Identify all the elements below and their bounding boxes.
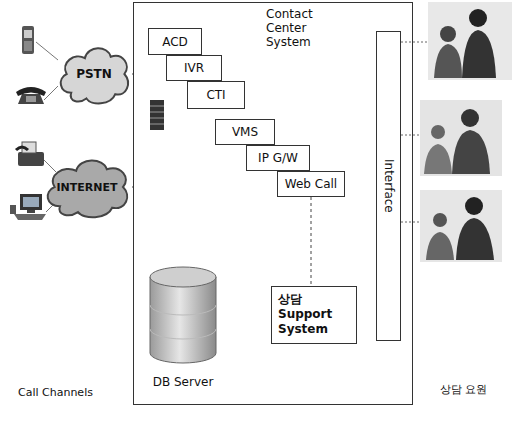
box-label: 상담 Support System bbox=[278, 292, 350, 337]
fax-icon bbox=[16, 142, 44, 166]
module-box: CTI bbox=[187, 81, 245, 109]
network-cloud: INTERNET bbox=[42, 150, 132, 224]
computer-icon bbox=[10, 194, 46, 220]
network-label: INTERNET bbox=[56, 181, 117, 194]
box-label: VMS bbox=[232, 125, 258, 139]
router-icon bbox=[150, 100, 164, 130]
telephone-icon bbox=[16, 87, 46, 104]
box-label: IVR bbox=[184, 61, 204, 75]
support-box: 상담 Support System bbox=[271, 286, 357, 344]
box-label: Interface bbox=[382, 159, 396, 213]
module-box: ACD bbox=[148, 28, 202, 55]
agent-photo bbox=[420, 100, 502, 176]
box-label: ACD bbox=[162, 35, 188, 49]
network-cloud: PSTN bbox=[56, 38, 132, 110]
module-box: IP G/W bbox=[246, 145, 310, 171]
interface-bar: Interface bbox=[376, 31, 401, 341]
box-label: IP G/W bbox=[258, 151, 298, 165]
agent-photo bbox=[428, 2, 512, 80]
system-boundary: Contact Center SystemACD IVRCTI VMSIP G/W W… bbox=[133, 2, 413, 405]
module-box: Web Call bbox=[277, 171, 345, 197]
database-cylinder-shape bbox=[148, 265, 218, 365]
connector-line bbox=[311, 197, 312, 286]
module-box: IVR bbox=[166, 55, 222, 81]
box-label: DB Server bbox=[151, 375, 216, 389]
network-label: PSTN bbox=[76, 67, 112, 81]
agent-photo bbox=[420, 190, 502, 262]
box-label: Web Call bbox=[285, 177, 337, 191]
mobile-phone-icon bbox=[22, 26, 34, 54]
box-label: CTI bbox=[206, 88, 225, 102]
caption-label: Call Channels bbox=[18, 386, 93, 399]
module-box: VMS bbox=[215, 119, 275, 145]
system-title: Contact Center System bbox=[266, 7, 336, 49]
caption-label: 상담 요원 bbox=[440, 382, 488, 397]
database-cylinder: DB Server bbox=[142, 265, 224, 389]
